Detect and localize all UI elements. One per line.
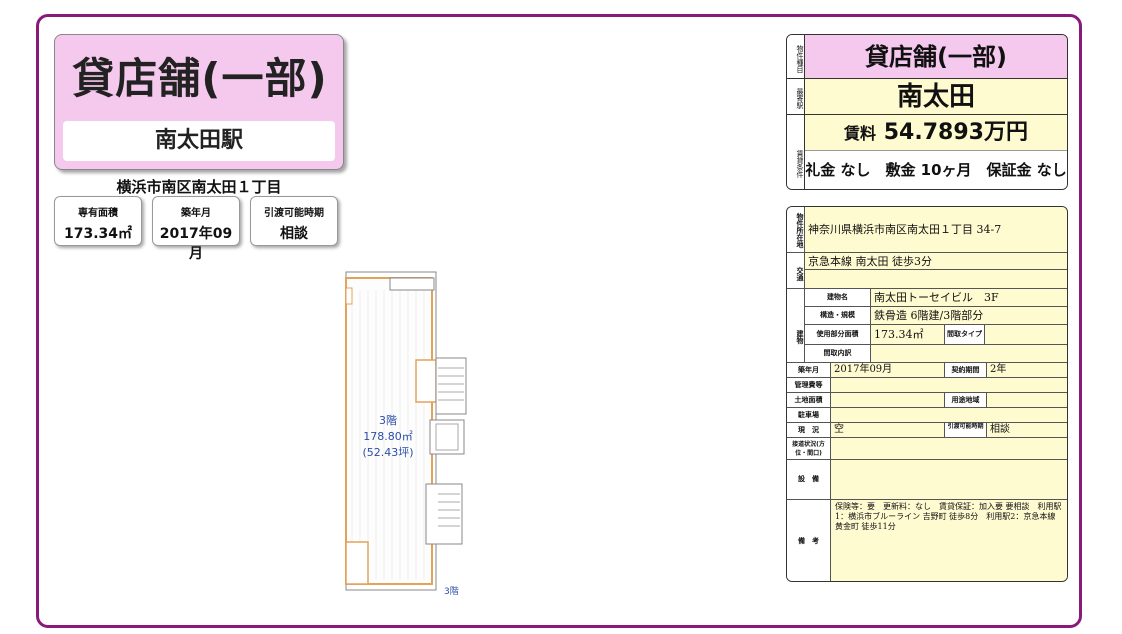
side-label-station: 最寄駅 [787, 79, 805, 115]
parking-value [831, 408, 1067, 422]
traffic-value: 京急本線 南太田 徒歩3分 [805, 253, 1067, 270]
stat-value: 173.34㎡ [63, 226, 133, 242]
layout-detail-label: 間取内訳 [805, 345, 871, 362]
stat-built-date: 築年月 2017年09月 [152, 196, 240, 262]
row-status: 現 況 空 引渡可能時期 相談 [787, 423, 1067, 438]
address-short: 横浜市南区南太田１丁目 [116, 178, 282, 196]
location-value: 神奈川県横浜市南区南太田１丁目 34-7 [805, 207, 1067, 252]
status-value: 空 [831, 423, 945, 437]
summary-rent: 賃料 54.7893万円 [805, 115, 1067, 151]
mgmt-label: 管理費等 [787, 378, 831, 392]
stat-handover: 引渡可能時期 相談 [250, 196, 338, 246]
stat-value: 相談 [280, 226, 308, 242]
page-frame [36, 14, 1082, 628]
row-layout-detail: 間取内訳 [805, 345, 1067, 363]
facilities-value [831, 460, 1067, 499]
row-building-name: 建物名 南太田トーセイビル 3F [805, 289, 1067, 307]
stat-exclusive-area: 専有面積 173.34㎡ [54, 196, 142, 246]
area-value: 173.34㎡ [871, 325, 945, 344]
floor-plan: 3階 178.80㎡ (52.43坪) 3階 [345, 271, 467, 597]
traffic-extra [805, 270, 1067, 288]
row-land: 土地面積 用途地域 [787, 393, 1067, 408]
row-management: 管理費等 [787, 378, 1067, 393]
plan-floor-label: 3階 [379, 413, 397, 427]
stat-label: 専有面積 [78, 208, 118, 219]
row-traffic: 交通 京急本線 南太田 徒歩3分 [787, 253, 1067, 289]
row-area: 使用部分面積 173.34㎡ 間取タイプ [805, 325, 1067, 345]
plan-area-m2: 178.80㎡ [363, 430, 413, 443]
land-label: 土地面積 [787, 393, 831, 407]
stat-label: 築年月 [181, 208, 211, 219]
property-type-title: 貸店舗(一部) [72, 54, 328, 103]
zoning-label: 用途地域 [945, 393, 987, 407]
structure-label: 構造・規模 [805, 307, 871, 324]
side-label-building: 建物 [787, 289, 805, 363]
road-label: 接道状況(方位・間口) [787, 438, 831, 459]
plan-area-tsubo: (52.43坪) [362, 446, 413, 459]
contract-label: 契約期間 [945, 363, 987, 377]
bldg-name-value: 南太田トーセイビル 3F [871, 289, 1067, 306]
row-facilities: 設 備 [787, 460, 1067, 500]
facilities-label: 設 備 [787, 460, 831, 499]
built-label: 築年月 [787, 363, 831, 377]
side-label-type: 物件種目 [787, 35, 805, 79]
land-value [831, 393, 945, 407]
parking-label: 駐車場 [787, 408, 831, 422]
title-card: 貸店舗(一部) 南太田駅 [54, 34, 344, 170]
stat-label: 引渡可能時期 [264, 208, 324, 219]
summary-station: 南太田 [805, 79, 1067, 115]
road-value [831, 438, 1067, 459]
row-remarks: 備 考 保険等：要 更新料：なし 賃貸保証：加入要 要相談 利用駅1：横浜市ブル… [787, 500, 1067, 581]
remarks-label: 備 考 [787, 500, 831, 581]
area-label: 使用部分面積 [805, 325, 871, 344]
contract-value: 2年 [987, 363, 1067, 377]
zoning-value [987, 393, 1067, 407]
side-label-terms: 賃貸条件 [787, 115, 805, 189]
row-parking: 駐車場 [787, 408, 1067, 423]
layout-type-value [985, 325, 1067, 344]
row-road: 接道状況(方位・間口) [787, 438, 1067, 460]
stat-value: 2017年09月 [159, 226, 233, 262]
handover-value: 相談 [987, 423, 1067, 437]
layout-detail-value [871, 345, 1067, 362]
summary-property-type: 貸店舗(一部) [805, 35, 1067, 79]
row-structure: 構造・規模 鉄骨造 6階建/3階部分 [805, 307, 1067, 325]
side-label-traffic: 交通 [787, 253, 805, 288]
layout-type-label: 間取タイプ [945, 325, 985, 344]
structure-value: 鉄骨造 6階建/3階部分 [871, 307, 1067, 324]
handover-label: 引渡可能時期 [945, 423, 987, 437]
row-location: 物件所在地 神奈川県横浜市南区南太田１丁目 34-7 [787, 207, 1067, 253]
mgmt-value [831, 378, 1067, 392]
bldg-name-label: 建物名 [805, 289, 871, 306]
row-built: 築年月 2017年09月 契約期間 2年 [787, 363, 1067, 378]
status-label: 現 況 [787, 423, 831, 437]
side-label-location: 物件所在地 [787, 207, 805, 252]
summary-fees: 礼金 なし 敷金 10ヶ月 保証金 なし [805, 151, 1067, 189]
rent-label: 賃料 [844, 124, 877, 143]
property-detail-table: 物件所在地 神奈川県横浜市南区南太田１丁目 34-7 交通 京急本線 南太田 徒… [786, 206, 1068, 582]
plan-floor-tag: 3階 [444, 586, 459, 597]
remarks-value: 保険等：要 更新料：なし 賃貸保証：加入要 要相談 利用駅1：横浜市ブルーライン… [831, 500, 1067, 581]
station-title: 南太田駅 [63, 121, 335, 161]
property-summary: 物件種目 最寄駅 賃貸条件 貸店舗(一部) 南太田 賃料 54.7893万円 礼… [786, 34, 1068, 190]
rent-value: 54.7893万円 [883, 120, 1028, 145]
built-value: 2017年09月 [831, 363, 945, 377]
